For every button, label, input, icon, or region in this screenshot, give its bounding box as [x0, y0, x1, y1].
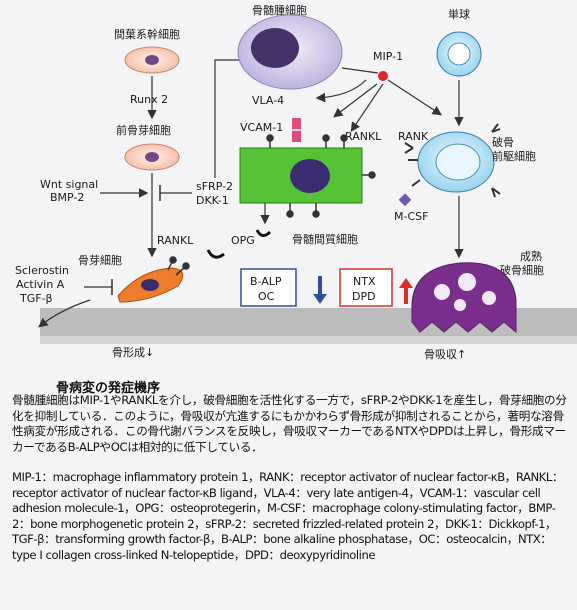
- label-mcsf: M-CSF: [394, 210, 428, 223]
- label-mature-osteoclast-2: 破骨細胞: [500, 263, 544, 277]
- label-vla4: VLA-4: [252, 94, 284, 107]
- label-wnt: Wnt signal: [40, 178, 98, 191]
- caption-title: 骨病変の発症機序: [56, 381, 161, 396]
- label-balp: B-ALP: [250, 275, 282, 288]
- up-arrow-icon: [399, 278, 413, 304]
- label-bone-resorption: 骨吸収↑: [424, 348, 466, 361]
- caption-abbreviations: MIP-1：macrophage inflammatory protein 1，…: [12, 470, 563, 562]
- label-mip1: MIP-1: [373, 50, 403, 63]
- label-rank: RANK: [398, 130, 429, 143]
- label-dkk1: DKK-1: [196, 194, 229, 207]
- label-myeloma: 骨髄腫細胞: [252, 3, 307, 17]
- label-bmp2: BMP-2: [50, 191, 84, 204]
- resorption-marker-box: [339, 268, 393, 307]
- label-preosteoblast: 前骨芽細胞: [116, 123, 171, 137]
- formation-marker-box: [240, 268, 297, 307]
- label-stromal: 骨髄間質細胞: [292, 232, 358, 246]
- mature-osteoclast-cell: [411, 262, 517, 334]
- down-arrow-icon: [313, 276, 327, 304]
- label-osteoblast: 骨芽細胞: [78, 253, 122, 267]
- label-mature-osteoclast-1: 成熟: [520, 249, 542, 263]
- label-opg: OPG: [231, 234, 255, 247]
- label-vcam1: VCAM-1: [240, 121, 283, 134]
- label-preosteoclast-1: 破骨: [492, 135, 514, 149]
- label-activin: Activin A: [16, 278, 65, 291]
- mip1-dot: [378, 71, 388, 81]
- label-msc: 間葉系幹細胞: [114, 27, 180, 41]
- label-sclerostin: Sclerostin: [15, 264, 69, 277]
- label-bone-formation: 骨形成↓: [112, 346, 154, 359]
- label-dpd: DPD: [352, 290, 376, 303]
- label-ntx: NTX: [353, 275, 376, 288]
- label-preosteoclast-2: 前駆細胞: [492, 149, 536, 163]
- label-oc: OC: [258, 290, 275, 303]
- label-sfrp2: sFRP-2: [196, 180, 233, 193]
- pathogenesis-diagram: 間葉系幹細胞 Runx 2 前骨芽細胞 Wnt signal BMP-2 sFR…: [15, 3, 577, 361]
- label-tgfb: TGF-β: [19, 292, 53, 305]
- caption-body: 骨髄腫細胞はMIP-1やRANKLを介し，破骨細胞を活性化する一方で，sFRP-…: [12, 393, 567, 454]
- label-monocyte: 単球: [448, 7, 470, 21]
- label-rankl-top: RANKL: [345, 130, 382, 143]
- label-runx2: Runx 2: [130, 93, 168, 106]
- label-rankl-osteoblast: RANKL: [157, 234, 194, 247]
- mcsf-marker: [398, 193, 412, 207]
